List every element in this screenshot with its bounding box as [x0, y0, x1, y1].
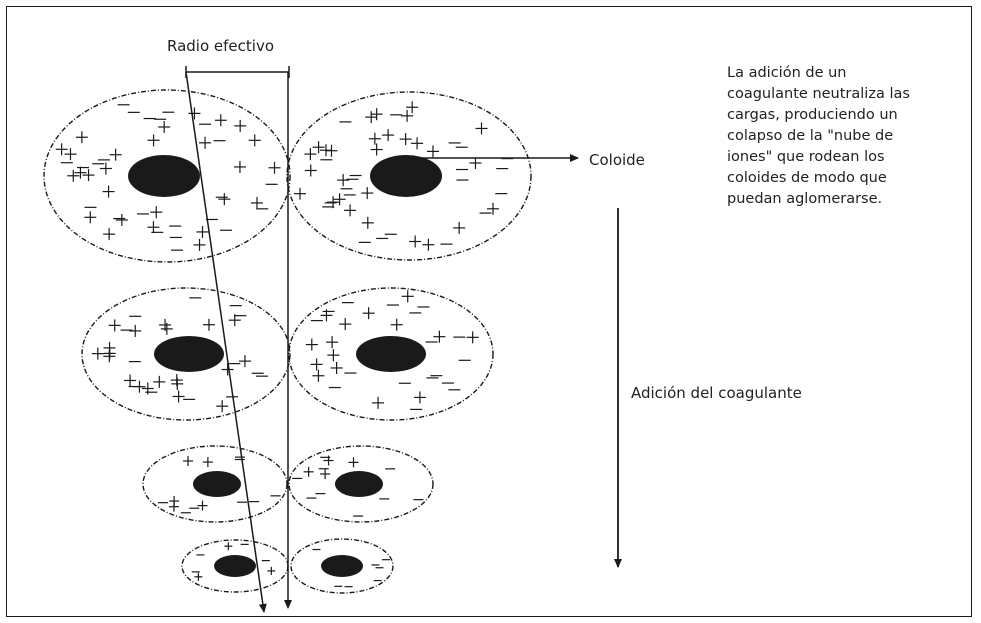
ion-cloud-boundary — [288, 287, 494, 421]
ion-cloud-right-2 — [288, 287, 494, 421]
coloide-label: Coloide — [589, 151, 645, 169]
adicion-coagulante-label: Adición del coagulante — [631, 384, 802, 402]
ion-cloud-boundary — [288, 445, 434, 523]
ion-cloud-left-1 — [43, 89, 291, 263]
colloid-core — [335, 471, 383, 497]
colloid-core — [321, 555, 363, 577]
radius-trend-line — [185, 71, 267, 613]
ion-cloud-left-4 — [181, 539, 289, 593]
ion-cloud-left-2 — [81, 287, 291, 421]
colloid-core — [214, 555, 256, 577]
note-line: puedan aglomerarse. — [727, 191, 883, 207]
radio-efectivo-label: Radio efectivo — [167, 37, 275, 55]
ion-cloud-boundary — [81, 287, 291, 421]
colloid-core — [154, 336, 224, 372]
note-line: iones" que rodean los — [727, 149, 885, 165]
ion-cloud-right-3 — [288, 445, 434, 523]
colloid-core — [370, 155, 442, 197]
figure-frame — [6, 6, 972, 617]
ion-cloud-boundary — [286, 91, 532, 261]
note-line: colapso de la "nube de — [727, 128, 894, 144]
note-line: cargas, produciendo un — [727, 107, 898, 123]
ion-cloud-right-4 — [290, 538, 394, 594]
note-line: coagulante neutraliza las — [727, 86, 910, 102]
ion-cloud-boundary — [142, 445, 288, 523]
colloid-core — [128, 155, 200, 197]
note-line: coloides de modo que — [727, 170, 887, 186]
ion-cloud-right-1 — [286, 91, 532, 261]
ion-cloud-boundary — [290, 538, 394, 594]
ion-cloud-left-3 — [142, 445, 288, 523]
colloid-core — [193, 471, 241, 497]
note-line: La adición de un — [727, 65, 847, 81]
colloid-core — [356, 336, 426, 372]
explanation-note: La adición de un coagulante neutraliza l… — [727, 63, 972, 210]
ion-cloud-boundary — [43, 89, 291, 263]
